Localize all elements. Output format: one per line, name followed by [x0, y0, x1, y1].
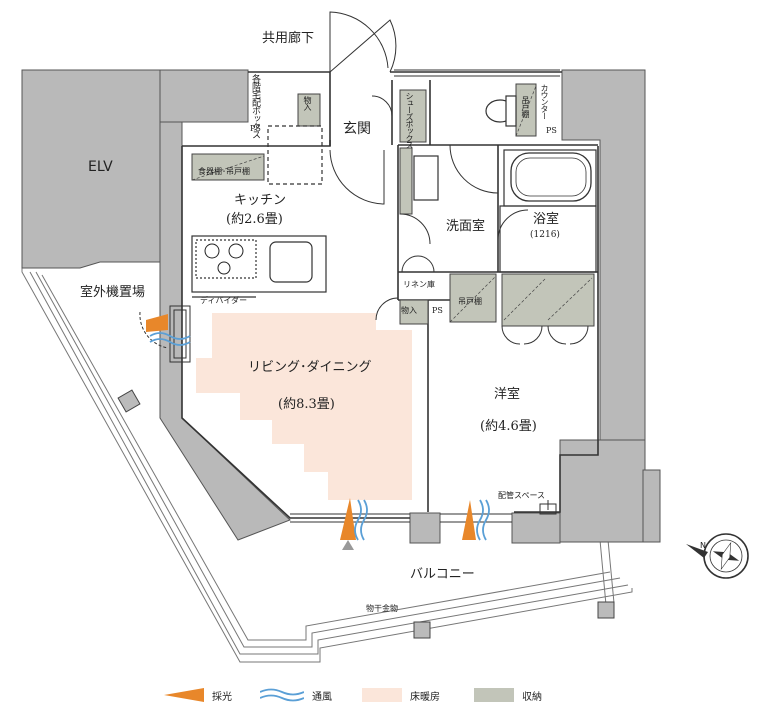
kitchen-label: キッチン	[234, 193, 287, 208]
legend-daylight: 採光	[164, 686, 232, 704]
daylight-markers	[146, 314, 476, 540]
ps-label-3: PS	[432, 306, 443, 315]
ventilation-swatch	[260, 688, 304, 702]
elv-label: ELV	[88, 159, 113, 175]
legend-label: 床暖房	[410, 691, 440, 703]
linen-label: リネン庫	[403, 280, 435, 289]
legend-ventilation: 通風	[260, 686, 332, 704]
compass-north-label: N	[700, 541, 706, 550]
kitchen-area-label: (約2.6畳)	[226, 212, 283, 227]
storage-label-1: 物入	[303, 96, 312, 110]
storage-areas	[191, 83, 595, 327]
legend-label: 収納	[522, 691, 542, 703]
hanging-shelf-label: 吊戸棚	[458, 297, 482, 306]
bathtub	[510, 152, 592, 202]
storage-label-2: 物入	[401, 306, 417, 315]
kitchen-counter	[191, 125, 327, 298]
legend-label: 採光	[212, 691, 232, 703]
compass	[686, 533, 749, 579]
washroom-label: 洗面室	[446, 219, 486, 234]
legend-floor-heating: 床暖房	[362, 686, 440, 704]
windows	[169, 69, 560, 523]
divider-label: ディバイダー	[200, 296, 248, 305]
cupboard-label: 食器棚･吊戸棚	[198, 167, 250, 176]
corridor-label: 共用廊下	[262, 31, 315, 46]
railing-post	[413, 621, 431, 639]
railing-post	[597, 601, 615, 619]
western-room-label: 洋室	[494, 387, 521, 402]
legend-storage: 収納	[474, 686, 542, 704]
storage-swatch	[474, 688, 514, 702]
living-area-label: (約8.3畳)	[278, 397, 335, 412]
bath-size-label: (1216)	[530, 230, 560, 240]
outdoor-unit-label: 室外機置場	[80, 285, 146, 300]
balcony-label: バルコニー	[410, 567, 475, 582]
ps-label-1: PS	[250, 124, 261, 133]
bath-label: 浴室	[533, 212, 560, 227]
western-area-label: (約4.6畳)	[480, 419, 537, 434]
delivery-box-label: 各階宅配ボックス	[250, 74, 260, 138]
outer-walls	[21, 69, 661, 544]
laundry-pole-label: 物干金物	[366, 604, 398, 613]
entrance-label: 玄関	[343, 121, 371, 137]
counter-label: カウンター	[540, 84, 549, 119]
ps-label-2: PS	[546, 126, 557, 135]
daylight-swatch	[164, 688, 204, 702]
floor-heating-swatch	[362, 688, 402, 702]
washbasin	[413, 155, 439, 201]
stove	[204, 243, 244, 275]
shoes-box-label: シューズボックス	[405, 92, 414, 148]
legend-label: 通風	[312, 691, 332, 703]
hanging-shelf-label-2: 吊戸棚	[521, 96, 530, 117]
living-label: リビング･ダイニング	[248, 360, 372, 375]
ventilation-markers	[149, 332, 490, 541]
toilet	[485, 95, 517, 127]
floor-heating-area	[196, 313, 412, 500]
pipe-space-label: 配管スペース	[498, 491, 546, 500]
doors	[139, 11, 589, 349]
railing-post	[117, 389, 141, 413]
entry-triangle	[342, 540, 354, 550]
